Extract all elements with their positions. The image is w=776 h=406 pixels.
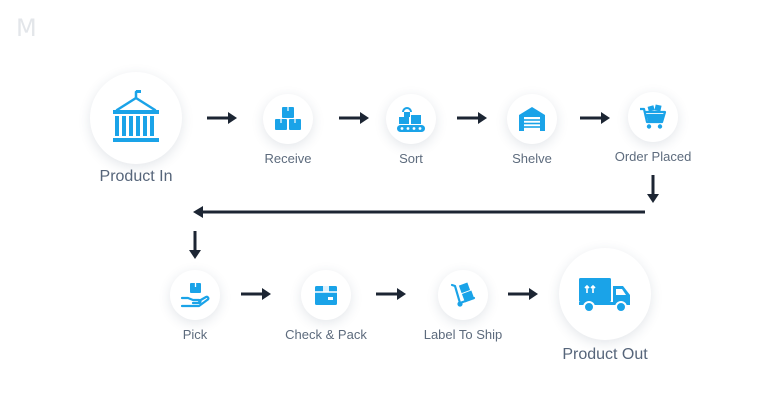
warehouse-icon [519,107,545,131]
brand-logo: M [16,14,37,42]
step-product-in [90,72,182,164]
step-shelve [507,94,557,144]
step-pick-label: Pick [182,327,208,342]
shopping-cart-icon [640,104,667,129]
shipping-container-icon [113,90,159,142]
hand-box-icon [180,283,210,308]
step-receive [263,94,313,144]
step-product-out-label: Product Out [562,346,648,363]
step-shelve-label: Shelve [512,151,552,166]
arrow-right-icon [508,288,538,300]
step-order-placed [628,92,678,142]
step-label-ship [438,270,488,320]
step-check-pack [301,270,351,320]
boxes-stack-icon [275,107,301,130]
delivery-truck-icon [579,278,630,313]
arrow-right-icon [339,112,369,124]
arrow-right-icon [207,112,237,124]
step-sort [386,94,436,144]
arrow-left-long-icon [193,206,645,218]
step-product-out [559,248,651,340]
arrow-right-icon [241,288,271,300]
step-check-pack-label: Check & Pack [285,327,367,342]
arrow-down-icon [189,231,201,259]
hand-truck-icon [450,282,476,307]
arrow-right-icon [457,112,487,124]
step-order-placed-label: Order Placed [614,149,692,164]
step-pick [170,270,220,320]
arrow-right-icon [376,288,406,300]
step-sort-label: Sort [399,151,423,166]
package-box-icon [315,286,337,305]
arrow-right-icon [580,112,610,124]
step-product-in-label: Product In [99,168,173,185]
step-label-ship-label: Label To Ship [423,327,503,342]
conveyor-sort-icon [397,107,425,132]
arrow-down-icon [647,175,659,203]
step-receive-label: Receive [264,151,312,166]
